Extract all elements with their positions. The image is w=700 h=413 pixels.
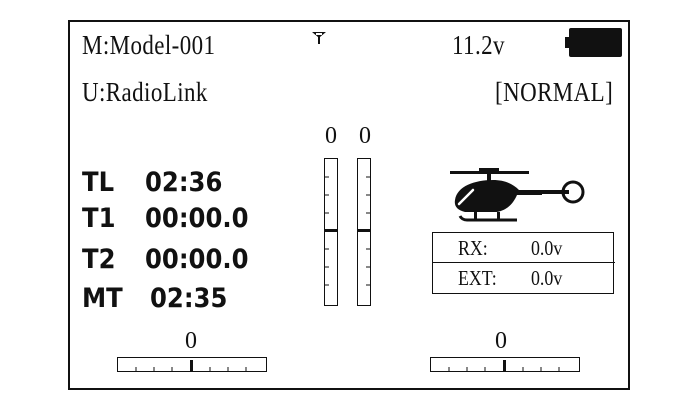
- model-name: M:Model-001: [82, 30, 216, 60]
- rx-voltage: 0.0v: [531, 236, 563, 260]
- timer-label: T1: [82, 203, 116, 234]
- transmitter-voltage: 11.2v: [452, 30, 505, 60]
- battery-icon: [565, 28, 622, 57]
- rx-label: RX:: [458, 236, 488, 260]
- vertical-trim-bar-left[interactable]: [324, 158, 338, 306]
- timer-value[interactable]: 00:00.0: [145, 203, 249, 234]
- timer-label: MT: [82, 283, 123, 314]
- timer-value[interactable]: 00:00.0: [145, 244, 249, 275]
- vertical-trim-bar-right[interactable]: [357, 158, 371, 306]
- timer-label: TL: [82, 167, 115, 198]
- trim-value-right-horizontal: 0: [495, 328, 507, 354]
- telemetry-box: [432, 232, 615, 294]
- timer-label: T2: [82, 244, 116, 275]
- timer-value[interactable]: 02:36: [145, 167, 223, 198]
- trim-value-left-horizontal: 0: [185, 328, 197, 354]
- helicopter-icon: [450, 168, 585, 222]
- horizontal-trim-bar-right[interactable]: [430, 357, 580, 372]
- timer-value[interactable]: 02:35: [150, 283, 228, 314]
- trim-value-left-vertical: 0: [325, 123, 337, 149]
- trim-value-right-vertical: 0: [359, 123, 371, 149]
- antenna-signal-icon: [312, 32, 326, 44]
- lcd-screen: [68, 20, 630, 390]
- user-name: U:RadioLink: [82, 77, 208, 107]
- flight-mode: [NORMAL]: [495, 77, 614, 107]
- ext-label: EXT:: [458, 266, 497, 290]
- ext-voltage: 0.0v: [531, 266, 563, 290]
- horizontal-trim-bar-left[interactable]: [117, 357, 267, 372]
